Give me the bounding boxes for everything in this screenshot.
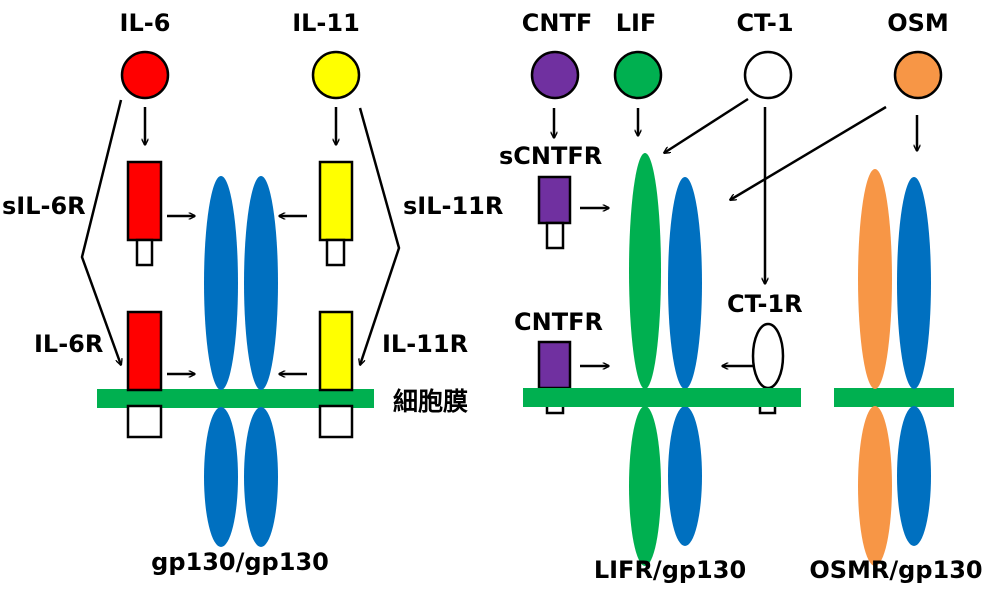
membrane-middle-overlay <box>523 388 801 407</box>
arrow-il6-to-il6r <box>80 99 121 365</box>
gp130-extracellular-lif <box>668 177 702 389</box>
membrane-left <box>97 389 374 408</box>
osmr-gp130-complex <box>858 169 931 566</box>
sil11r-body <box>318 160 354 242</box>
sil6r-body <box>126 160 163 242</box>
arrow-il11-to-il11r <box>360 107 401 365</box>
cntfr-body <box>537 340 572 390</box>
ligand-ct1-circle <box>743 50 793 100</box>
osmr-intracellular <box>858 406 892 566</box>
cntfr-label: CNTFR <box>514 308 603 336</box>
ligand-il11-label: IL-11 <box>292 9 360 37</box>
ligand-osm-circle <box>893 50 943 100</box>
il6r-body <box>126 310 163 392</box>
gp130-intracellular-osm <box>897 406 931 546</box>
gp130-extracellular-osm <box>897 177 931 389</box>
gp130-extracellular-1 <box>204 176 238 390</box>
scntfr-label: sCNTFR <box>499 142 602 170</box>
lifr-intracellular <box>629 406 661 566</box>
lifr-gp130-complex <box>629 153 702 566</box>
ligand-il6-label: IL-6 <box>120 9 171 37</box>
ligand-lif-label: LIF <box>616 9 657 37</box>
lifr-gp130-label: LIFR/gp130 <box>594 556 746 584</box>
ligand-osm-label: OSM <box>887 9 949 37</box>
ligand-lif-circle <box>613 50 663 100</box>
lifr-extracellular <box>629 153 661 389</box>
cell-membrane-label: 細胞膜 <box>393 387 468 416</box>
arrow-osm-to-gp130 <box>730 105 887 200</box>
arrow-ct1-to-lifr <box>664 97 749 153</box>
il11r-label: IL-11R <box>382 330 468 358</box>
scntfr-stub <box>545 221 565 250</box>
sil11r-receptor <box>318 160 354 267</box>
membrane-right <box>834 388 954 407</box>
sil6r-stub <box>135 238 154 267</box>
scntfr-receptor <box>537 175 572 250</box>
osmr-extracellular <box>858 169 892 389</box>
il11r-receptor <box>318 310 354 439</box>
osmr-gp130-label: OSMR/gp130 <box>809 556 982 584</box>
ligand-cntf-circle <box>530 50 580 100</box>
sil6r-receptor <box>126 160 163 267</box>
gp130-intracellular-lif <box>668 406 702 546</box>
sil11r-label: sIL-11R <box>403 192 503 220</box>
scntfr-body <box>537 175 572 225</box>
il6r-intracellular <box>126 404 163 439</box>
ligand-il11-circle <box>311 50 361 100</box>
ligand-il6-circle <box>120 50 170 100</box>
il11r-intracellular <box>318 404 354 439</box>
sil11r-stub <box>325 238 346 267</box>
il11r-body <box>318 310 354 392</box>
sil6r-label: sIL-6R <box>2 192 86 220</box>
il6r-label: IL-6R <box>34 330 103 358</box>
ct1r-body <box>751 322 785 390</box>
gp130-intracellular-1 <box>204 407 238 547</box>
gp130-intracellular-2 <box>244 407 278 547</box>
ct1r-label: CT-1R <box>727 290 803 318</box>
gp130-gp130-label: gp130/gp130 <box>151 548 329 576</box>
gp130-extracellular-2 <box>244 176 278 390</box>
ligand-cntf-label: CNTF <box>522 9 592 37</box>
il6r-receptor <box>126 310 163 439</box>
gp130-gp130-complex <box>204 176 278 547</box>
ligand-ct1-label: CT-1 <box>736 9 793 37</box>
